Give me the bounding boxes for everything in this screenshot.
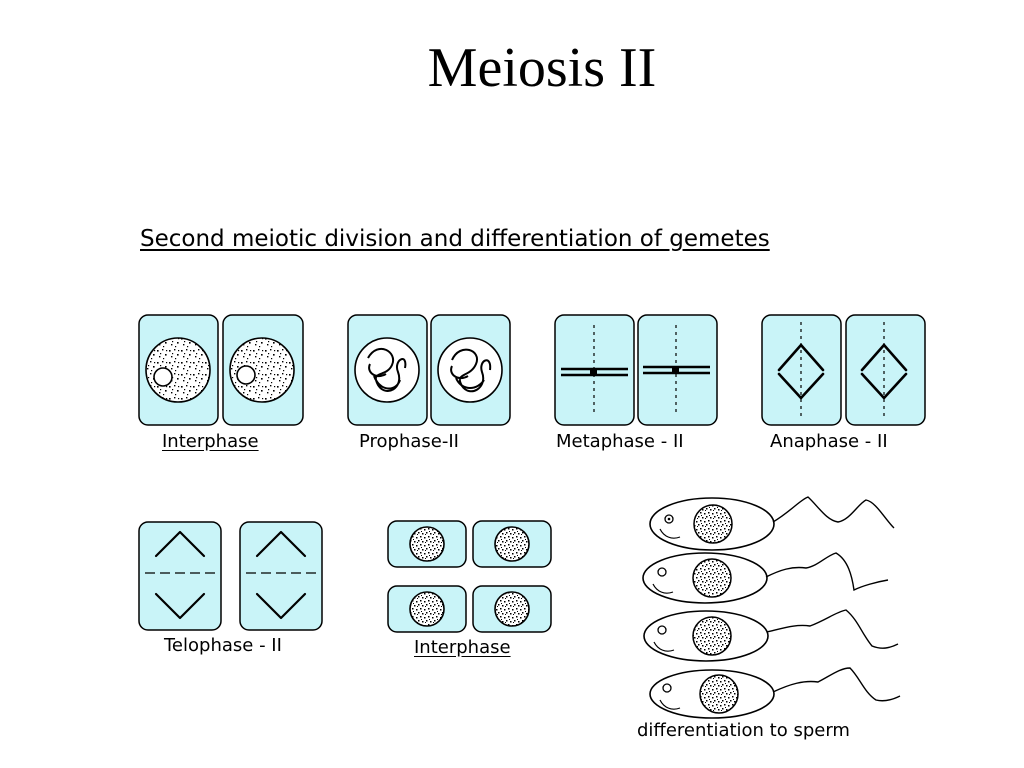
interphase-small-cell xyxy=(387,520,467,568)
interphase-cell-left xyxy=(138,314,219,426)
sperm-cell xyxy=(642,552,889,604)
interphase-small-cell xyxy=(472,520,552,568)
label-interphase-2: Interphase xyxy=(414,637,511,658)
anaphase-cell-left xyxy=(761,314,842,426)
label-anaphase: Anaphase - II xyxy=(770,431,888,452)
interphase-cell-right xyxy=(222,314,304,426)
sperm-cell xyxy=(649,667,901,719)
label-differentiation: differentiation to sperm xyxy=(637,720,850,741)
slide-title: Meiosis II xyxy=(427,37,657,99)
telophase-cell-left xyxy=(138,521,222,631)
telophase-cell-right xyxy=(239,521,323,631)
metaphase-cell-left xyxy=(554,314,635,426)
label-prophase: Prophase-II xyxy=(359,431,459,452)
prophase-cell-right xyxy=(430,314,511,426)
interphase-small-cell xyxy=(387,585,467,633)
sperm-cell xyxy=(649,496,895,551)
label-interphase-1: Interphase xyxy=(162,431,259,452)
prophase-cell-left xyxy=(347,314,428,426)
diagram-subtitle: Second meiotic division and differentiat… xyxy=(140,226,770,252)
interphase-small-cell xyxy=(472,585,552,633)
metaphase-cell-right xyxy=(637,314,718,426)
sperm-cell xyxy=(643,609,899,662)
label-telophase: Telophase - II xyxy=(164,635,282,656)
label-metaphase: Metaphase - II xyxy=(556,431,684,452)
anaphase-cell-right xyxy=(845,314,926,426)
